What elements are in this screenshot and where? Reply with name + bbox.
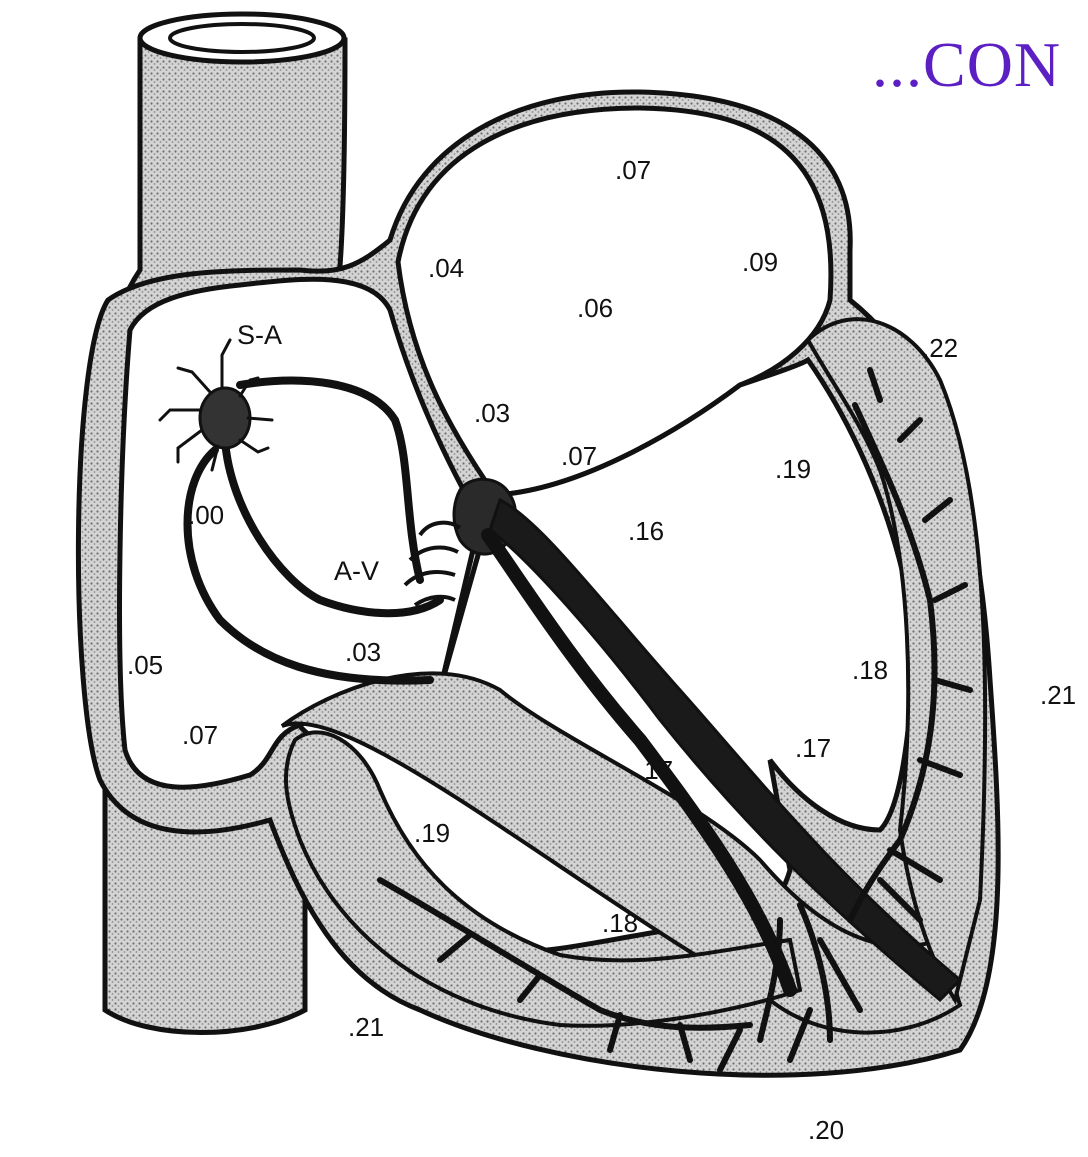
time-label: .16 [628,516,664,547]
time-label: .18 [602,908,638,939]
time-label: .03 [345,637,381,668]
time-label: .18 [852,655,888,686]
time-label: .06 [577,293,613,324]
sa-node-label: S-A [237,320,282,351]
time-label: .04 [428,253,464,284]
time-label: .07 [561,441,597,472]
time-label: .22 [922,333,958,364]
time-label: .05 [127,650,163,681]
time-label: .00 [188,500,224,531]
time-label: .09 [742,247,778,278]
time-label: .03 [474,398,510,429]
time-label: .21 [1040,680,1076,711]
slide-title: ...CON [872,28,1061,102]
time-label: .19 [414,818,450,849]
time-label: .17 [637,755,673,786]
time-label: .17 [795,733,831,764]
time-label: .07 [182,720,218,751]
time-label: .07 [615,155,651,186]
time-label: .20 [808,1115,844,1146]
time-label: .19 [775,454,811,485]
av-node-label: A-V [334,556,379,587]
time-label: .21 [348,1012,384,1043]
